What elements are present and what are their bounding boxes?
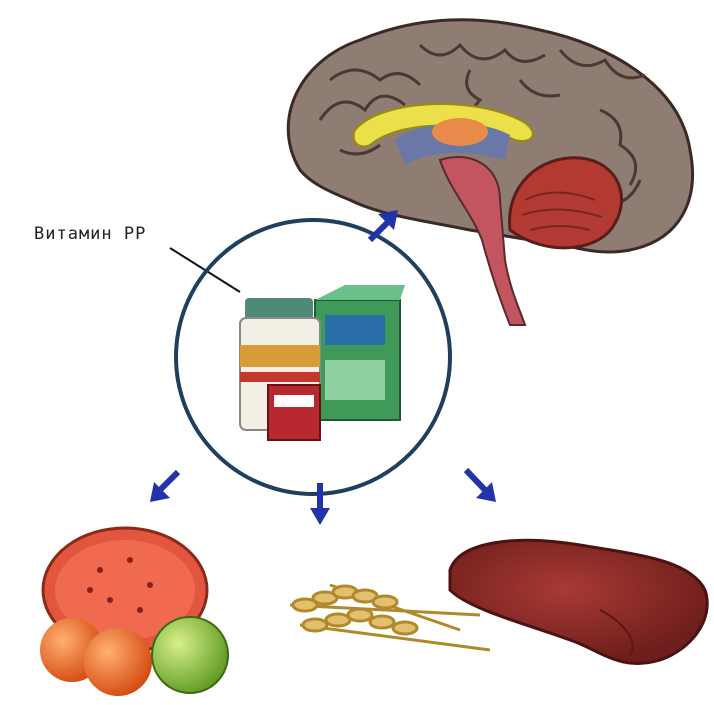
arrow-to-grain — [310, 483, 330, 525]
brain-icon — [288, 20, 692, 325]
vitamin-label: Витамин РР — [34, 224, 146, 244]
arrow-to-brain — [370, 210, 398, 240]
liver-icon — [450, 540, 707, 663]
arrow-to-liver — [466, 470, 496, 502]
fruit-icon — [40, 528, 228, 696]
arrow-to-fruits — [150, 472, 178, 502]
vitamin-bottles-icon — [240, 285, 405, 440]
